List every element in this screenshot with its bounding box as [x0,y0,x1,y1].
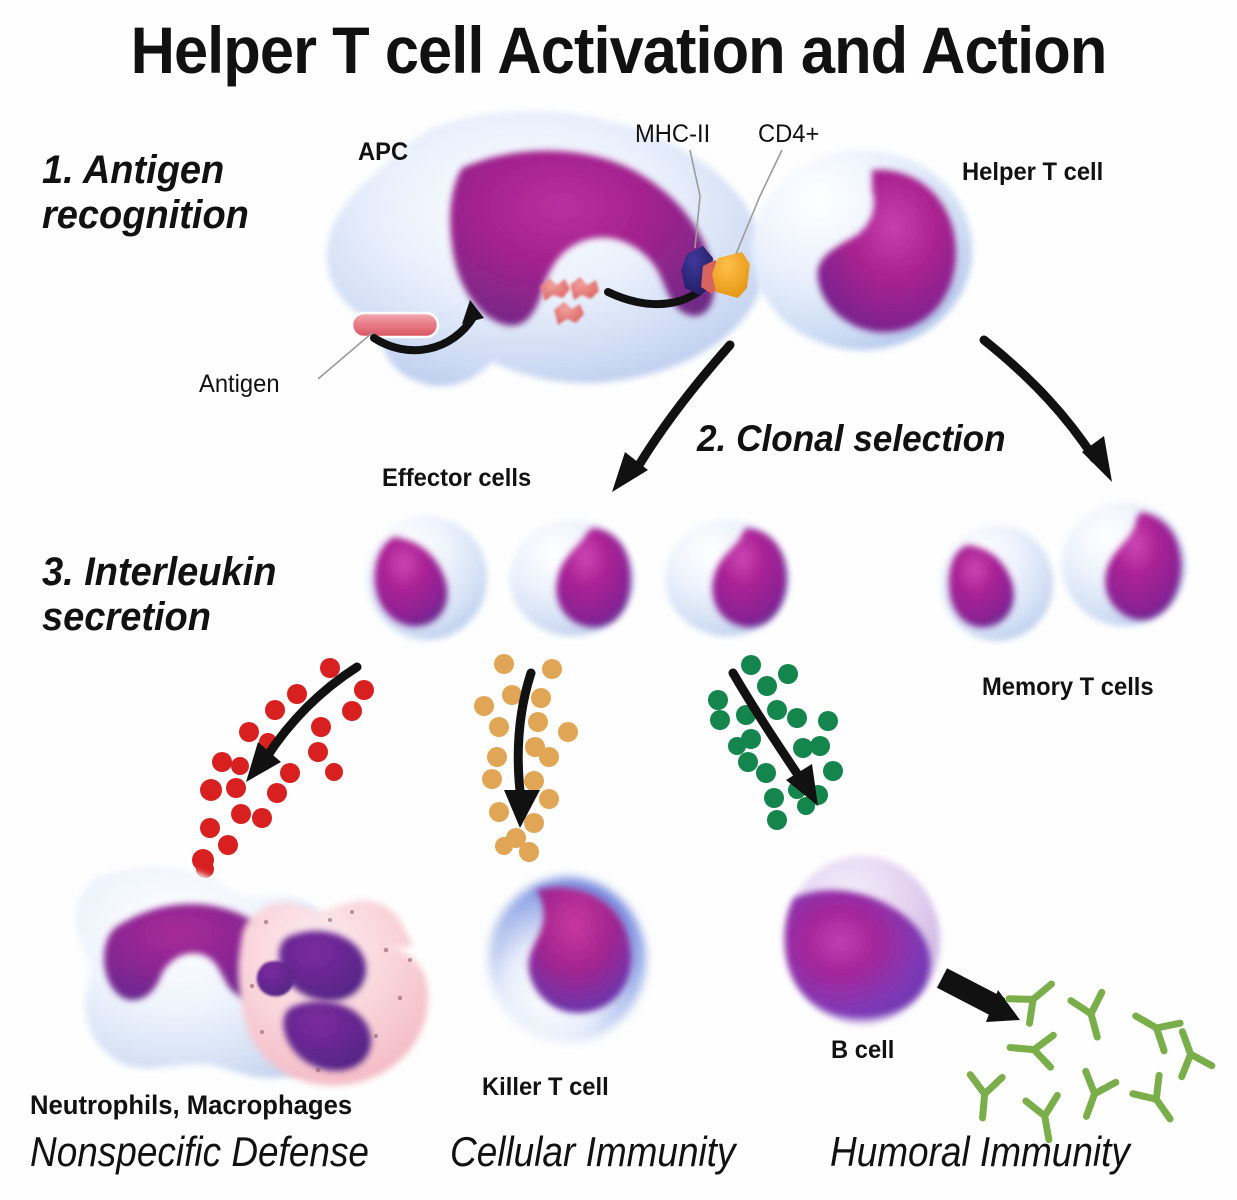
step-3-interleukin-secretion: 3. Interleukin secretion [42,550,277,640]
antibody [1132,1012,1184,1055]
label-helper-t-cell: Helper T cell [962,158,1104,186]
interleukin-red-dots [192,658,374,878]
helper-t-cell [752,150,972,350]
memory-t-cells [941,502,1186,641]
effector-cell-2 [510,520,634,636]
antibody [1178,1028,1216,1081]
outcome-humoral-immunity: Humoral Immunity [830,1128,1130,1175]
mhc-cd4-junction [681,149,783,298]
label-cd4: CD4+ [758,120,820,148]
outcome-nonspecific-defense: Nonspecific Defense [30,1128,369,1175]
neutrophil-cell [76,866,341,1079]
interleukin-red-group [192,658,374,878]
label-antigen: Antigen [199,370,280,398]
label-killer-t-cell: Killer T cell [482,1073,609,1101]
clonal-selection-arrows [612,335,1112,492]
label-apc: APC [358,138,409,166]
label-memory-t-cells: Memory T cells [982,673,1154,701]
antibody-cluster [966,980,1216,1144]
killer-t-cell [489,878,645,1042]
antibody [1006,1031,1057,1071]
b-cell [784,856,940,1024]
step-1-antigen-recognition: 1. Antigen recognition [42,148,249,238]
antibody [1005,980,1055,1027]
antibody [1067,988,1106,1041]
memory-t-cell-1 [941,525,1053,641]
cd4-leader-line [735,149,783,255]
label-b-cell: B cell [831,1036,895,1064]
effector-cell-3 [665,520,789,636]
outcome-cellular-immunity: Cellular Immunity [450,1128,736,1175]
effector-cell-1 [367,516,487,640]
antigen-fragments [540,277,599,325]
page-title: Helper T cell Activation and Action [130,13,1108,87]
antibody [1129,1071,1174,1123]
interleukin-orange-group [474,654,578,862]
antibody [966,1071,1006,1122]
interleukin-orange-dots [474,654,578,862]
interleukin-green-group [708,655,843,830]
antigen-leader-line [317,332,373,380]
interleukin-green-dots [708,655,843,830]
label-neutrophils-macrophages: Neutrophils, Macrophages [30,1090,353,1120]
macrophage-cell [238,900,428,1086]
memory-t-cell-2 [1062,502,1186,626]
label-mhc-ii: MHC-II [635,120,711,148]
label-effector-cells: Effector cells [382,464,532,492]
mhc-leader-line [689,149,701,249]
antibody [1082,1067,1120,1120]
step-2-clonal-selection: 2. Clonal selection [697,418,1006,459]
antibody-production-arrow [936,968,1020,1022]
macrophage-granules [249,910,412,1073]
effector-cells [367,516,789,640]
antigen-rod [350,311,440,339]
